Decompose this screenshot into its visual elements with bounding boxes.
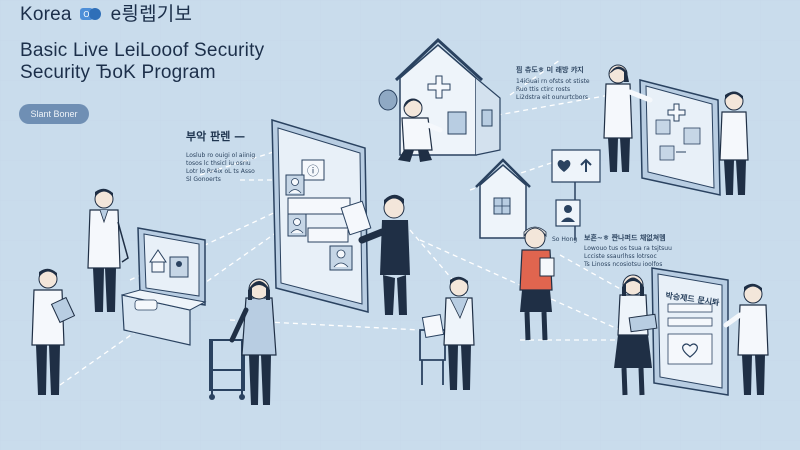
small-label: So Hong: [552, 236, 578, 243]
kiosk: [121, 227, 207, 346]
title-line-1: Korea O e릥렙기보: [20, 4, 192, 26]
top-callout-line: Ruo ttis ctirc rosts: [516, 86, 571, 93]
top-callout-heading: 핌 츄도ㅎ 미 래방 캬지: [516, 66, 584, 74]
house-icon: [149, 249, 167, 273]
left-callout-line: Lotr lo Rr4ix oL ts Asso: [186, 168, 255, 175]
doctor-with-tablet: [31, 268, 76, 395]
left-callout-line: Sl Gonoerts: [186, 176, 221, 183]
clipboard: [421, 314, 445, 338]
doctor-right-top: [719, 91, 749, 195]
logo-icon: O: [80, 8, 102, 20]
top-callout-text: 14iGuai rn ofsts ot stiste Ruo ttis ctir…: [516, 78, 590, 102]
connector-line: [469, 94, 611, 121]
left-callout-text: Loslub ro ouigi ol aiinig tosos lc thsic…: [186, 152, 255, 184]
title-line-1-prefix: Korea: [20, 4, 72, 25]
folder: [628, 313, 658, 333]
connector-line: [509, 59, 561, 96]
title-line-1-suffix: e릥렙기보: [110, 4, 193, 25]
bottom-right-screen: [651, 267, 729, 396]
woman-with-folder: [614, 274, 658, 396]
medical-cross-icon: [427, 75, 451, 99]
left-callout-line: Loslub ro ouigi ol aiinig: [186, 152, 256, 159]
document: [340, 200, 372, 236]
man-in-suit: [340, 194, 410, 315]
slant-boner-button[interactable]: Slant Boner: [19, 104, 89, 124]
arrow-up-icon: [580, 158, 592, 172]
doctor-right-bottom: [723, 283, 769, 395]
doctor-left: [87, 188, 129, 312]
top-right-tablet: [639, 79, 721, 196]
person-card-icon: [683, 127, 701, 145]
left-callout-line: tosos lc thsicl iu osriu: [186, 160, 251, 167]
right-callout-heading: 보흔~ㅎ 짠나퍼드 채없쳐멤: [584, 234, 666, 242]
signage: [551, 149, 601, 240]
right-callout-line: Lowouo tus os tsua ra tsjtsuu: [584, 245, 672, 252]
document: [539, 257, 555, 277]
top-callout-line: Li2dstra eit ounurtcbors: [516, 94, 589, 101]
top-callout-line: 14iGuai rn ofsts ot stiste: [516, 78, 590, 85]
info-glyph: ⓘ: [307, 164, 319, 178]
small-house: [475, 158, 531, 239]
form-row: [287, 197, 351, 215]
nurse-crouching: [398, 98, 443, 162]
right-callout-line: Lcciste ssaurlhss lotrsoc: [584, 253, 657, 260]
heart-icon: [682, 343, 698, 358]
title-line-3: Security ЂoK Program: [20, 62, 216, 83]
woman-with-walker: [209, 278, 277, 405]
title-line-2: Basic Live LeiLooof Security: [20, 40, 265, 61]
right-callout-line: Ts Linoss ncosiotsu ioolfos: [584, 261, 663, 268]
left-callout-heading: 부악 판렌 —: [186, 130, 246, 143]
bush: [378, 89, 398, 111]
heart-icon: [557, 160, 571, 172]
nurse-pointing: [603, 64, 653, 172]
man-with-clipboard: [419, 276, 475, 390]
elderly-woman: [519, 226, 555, 341]
medical-cross-icon: [667, 103, 686, 122]
connector-line: [199, 149, 281, 176]
svg-text:O: O: [83, 10, 90, 19]
info-card: [301, 159, 325, 181]
central-tablet: ⓘ: [271, 118, 369, 313]
right-callout-text: Lowouo tus os tsua ra tsjtsuu Lcciste ss…: [584, 245, 672, 269]
tablet-device: [50, 296, 76, 324]
walker: [209, 339, 245, 395]
